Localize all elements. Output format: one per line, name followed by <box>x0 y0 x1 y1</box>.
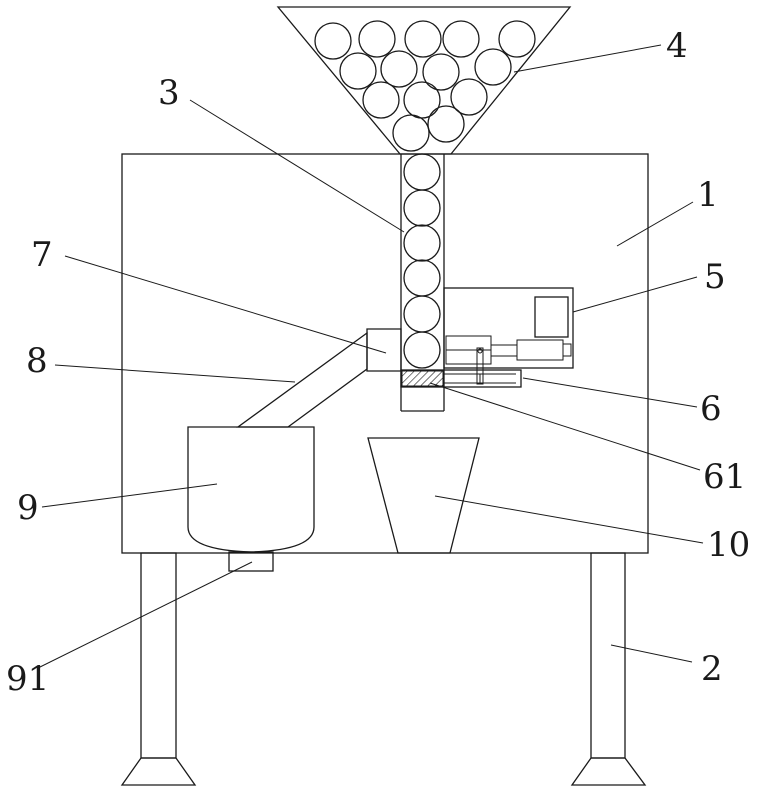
bin-outlet <box>229 552 273 571</box>
collection-bin <box>188 427 314 571</box>
label-9: 9 <box>17 488 39 528</box>
right-leg <box>572 553 645 785</box>
label-5: 5 <box>704 257 726 297</box>
funnel <box>368 438 479 553</box>
label-6: 6 <box>700 389 722 429</box>
label-7: 7 <box>31 235 53 275</box>
label-10: 10 <box>707 525 750 565</box>
chute <box>238 333 367 427</box>
label-61: 61 <box>703 457 746 497</box>
label-4: 4 <box>666 26 688 66</box>
label-1: 1 <box>697 175 719 215</box>
tube-balls <box>404 154 440 368</box>
left-leg <box>122 553 195 785</box>
hopper-balls <box>315 21 535 151</box>
label-2: 2 <box>701 649 723 689</box>
label-3: 3 <box>158 73 180 113</box>
hopper <box>278 7 570 154</box>
outlet-box <box>367 329 401 371</box>
gate-block <box>402 371 443 386</box>
main-housing <box>122 154 648 553</box>
label-91: 91 <box>6 659 49 699</box>
label-8: 8 <box>26 341 48 381</box>
leader-lines <box>38 45 703 668</box>
